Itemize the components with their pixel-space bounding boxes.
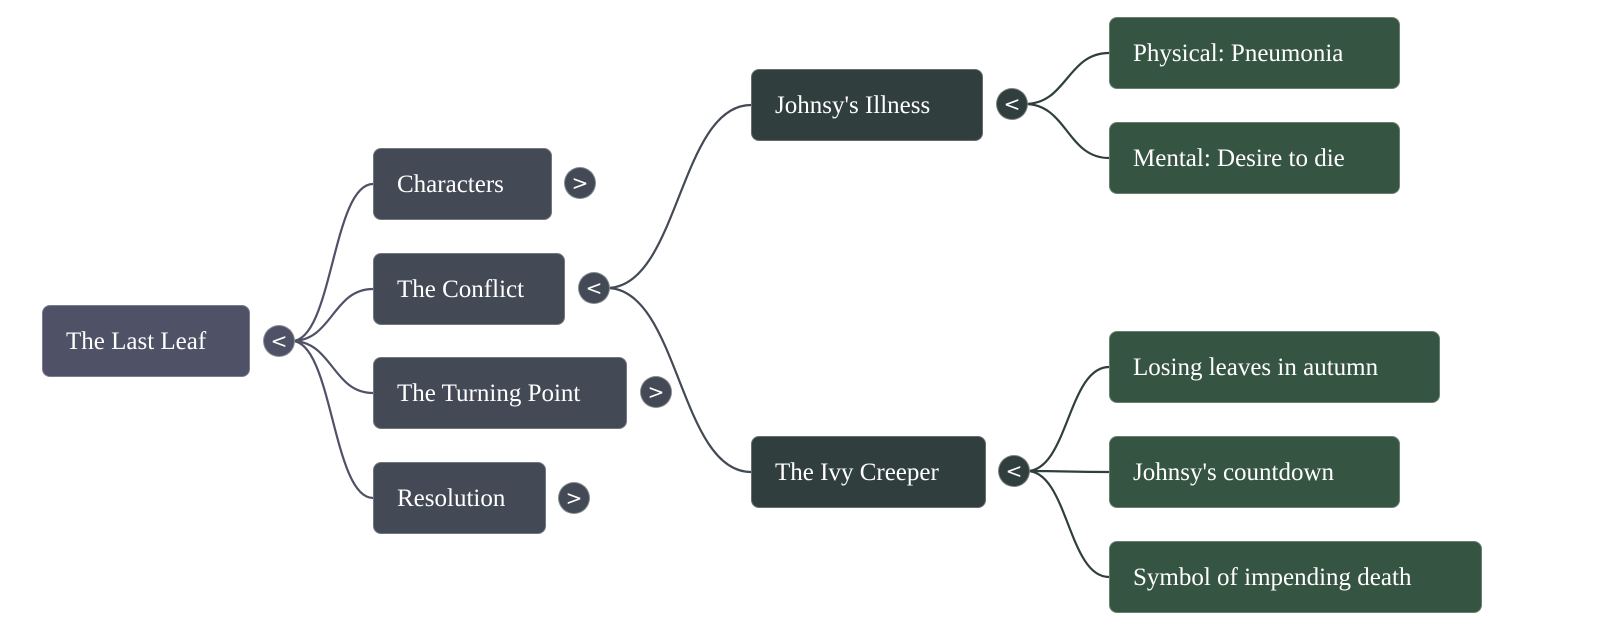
node-the-turning-point[interactable]: The Turning Point [373,357,627,429]
node-label: The Ivy Creeper [775,459,939,486]
node-physical-pneumonia[interactable]: Physical: Pneumonia [1109,17,1400,89]
node-mental-desire-to-die[interactable]: Mental: Desire to die [1109,122,1400,194]
node-label: Characters [397,171,504,198]
node-symbol-of-impending-death[interactable]: Symbol of impending death [1109,541,1482,613]
node-label: Johnsy's countdown [1133,459,1335,486]
node-label: Johnsy's Illness [775,92,931,119]
connector-line [291,182,374,343]
node-label: Losing leaves in autumn [1133,354,1379,381]
node-label: The Turning Point [397,380,581,407]
node-label: The Last Leaf [66,328,207,355]
node-label: Resolution [397,485,506,512]
node-the-conflict[interactable]: The Conflict [373,253,565,325]
node-characters[interactable]: Characters [373,148,552,220]
connector-line [1024,102,1110,160]
connector-line [1026,469,1110,579]
connector-line [1026,365,1110,473]
node-label: Symbol of impending death [1133,564,1412,591]
node-label: Mental: Desire to die [1133,145,1345,172]
expand-toggle-icon[interactable]: > [564,167,596,199]
node-label: Physical: Pneumonia [1133,40,1344,67]
node-resolution[interactable]: Resolution [373,462,546,534]
expand-toggle-icon[interactable]: > [558,482,590,514]
connector-line [291,287,374,343]
node-root[interactable]: The Last Leaf [42,305,250,377]
collapse-toggle-icon[interactable]: < [996,88,1028,120]
connector-line [291,339,374,395]
connector-line [606,286,752,474]
node-label: The Conflict [397,276,525,303]
collapse-toggle-icon[interactable]: < [263,325,295,357]
node-johnsys-countdown[interactable]: Johnsy's countdown [1109,436,1400,508]
connector-line [291,339,374,500]
collapse-toggle-icon[interactable]: < [578,272,610,304]
collapse-toggle-icon[interactable]: < [998,455,1030,487]
connector-line [606,103,752,290]
node-the-ivy-creeper[interactable]: The Ivy Creeper [751,436,986,508]
connector-line [1024,51,1110,106]
node-johnsys-illness[interactable]: Johnsy's Illness [751,69,983,141]
node-losing-leaves-in-autumn[interactable]: Losing leaves in autumn [1109,331,1440,403]
expand-toggle-icon[interactable]: > [640,376,672,408]
connector-line [1026,469,1110,474]
